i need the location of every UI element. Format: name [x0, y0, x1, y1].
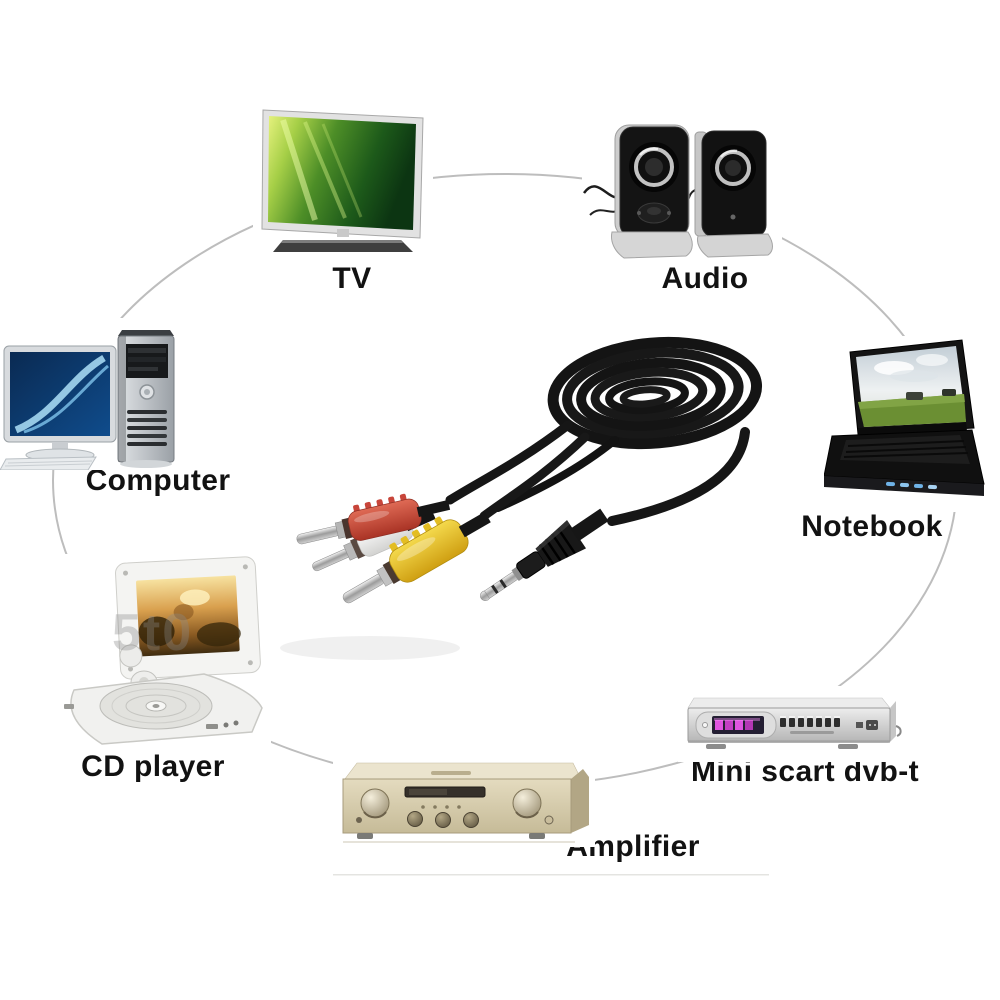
computer-illustration	[0, 318, 182, 470]
keyboard	[0, 456, 97, 470]
jack-35mm	[480, 508, 609, 602]
miniscart-illustration	[678, 686, 904, 762]
amplifier-small-knob	[463, 812, 479, 828]
rca-plug-red	[296, 493, 451, 545]
amplifier-illustration	[333, 749, 769, 878]
amplifier-small-knob	[435, 812, 451, 828]
notebook-illustration	[824, 336, 986, 512]
cdplayer-illustration: 5t0	[56, 554, 271, 750]
tv-screen	[268, 116, 416, 230]
cable-coil	[547, 336, 763, 450]
tv-illustration	[253, 102, 433, 267]
scart-buttons	[780, 716, 840, 727]
speaker-stand-right	[697, 233, 773, 258]
audio-illustration	[582, 105, 782, 263]
tv-label: TV	[332, 262, 372, 295]
cdplayer-label: CD player	[81, 750, 225, 783]
amplifier-small-knob	[407, 811, 423, 827]
cable-strands	[445, 420, 750, 526]
speaker-stand-left	[611, 231, 693, 259]
watermark: 5t0	[112, 604, 193, 662]
notebook-label: Notebook	[801, 510, 943, 543]
rca-plug-yellow	[342, 511, 491, 604]
audio-label: Audio	[661, 262, 749, 295]
